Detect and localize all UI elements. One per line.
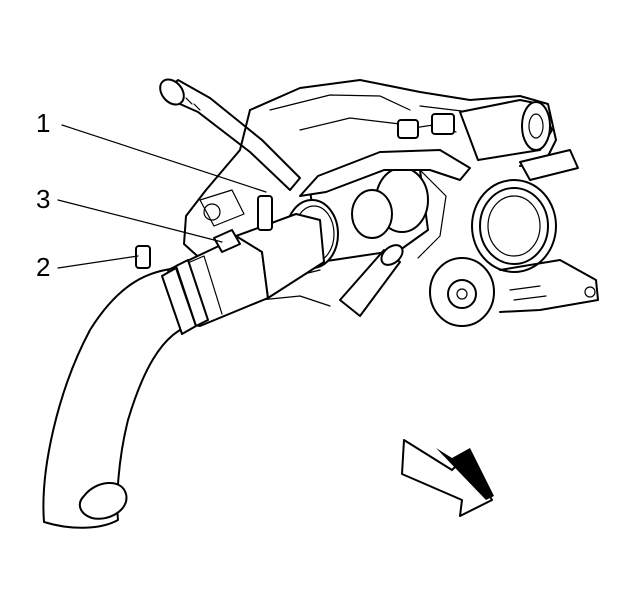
direction-arrow — [401, 439, 494, 517]
callout-label-1: 1 — [36, 108, 50, 138]
air-intake-duct — [42, 195, 325, 529]
callout-label-2: 2 — [36, 252, 50, 282]
leader-lines — [57, 124, 267, 269]
engine-assembly — [159, 78, 599, 327]
callout-label-3: 3 — [36, 184, 50, 214]
